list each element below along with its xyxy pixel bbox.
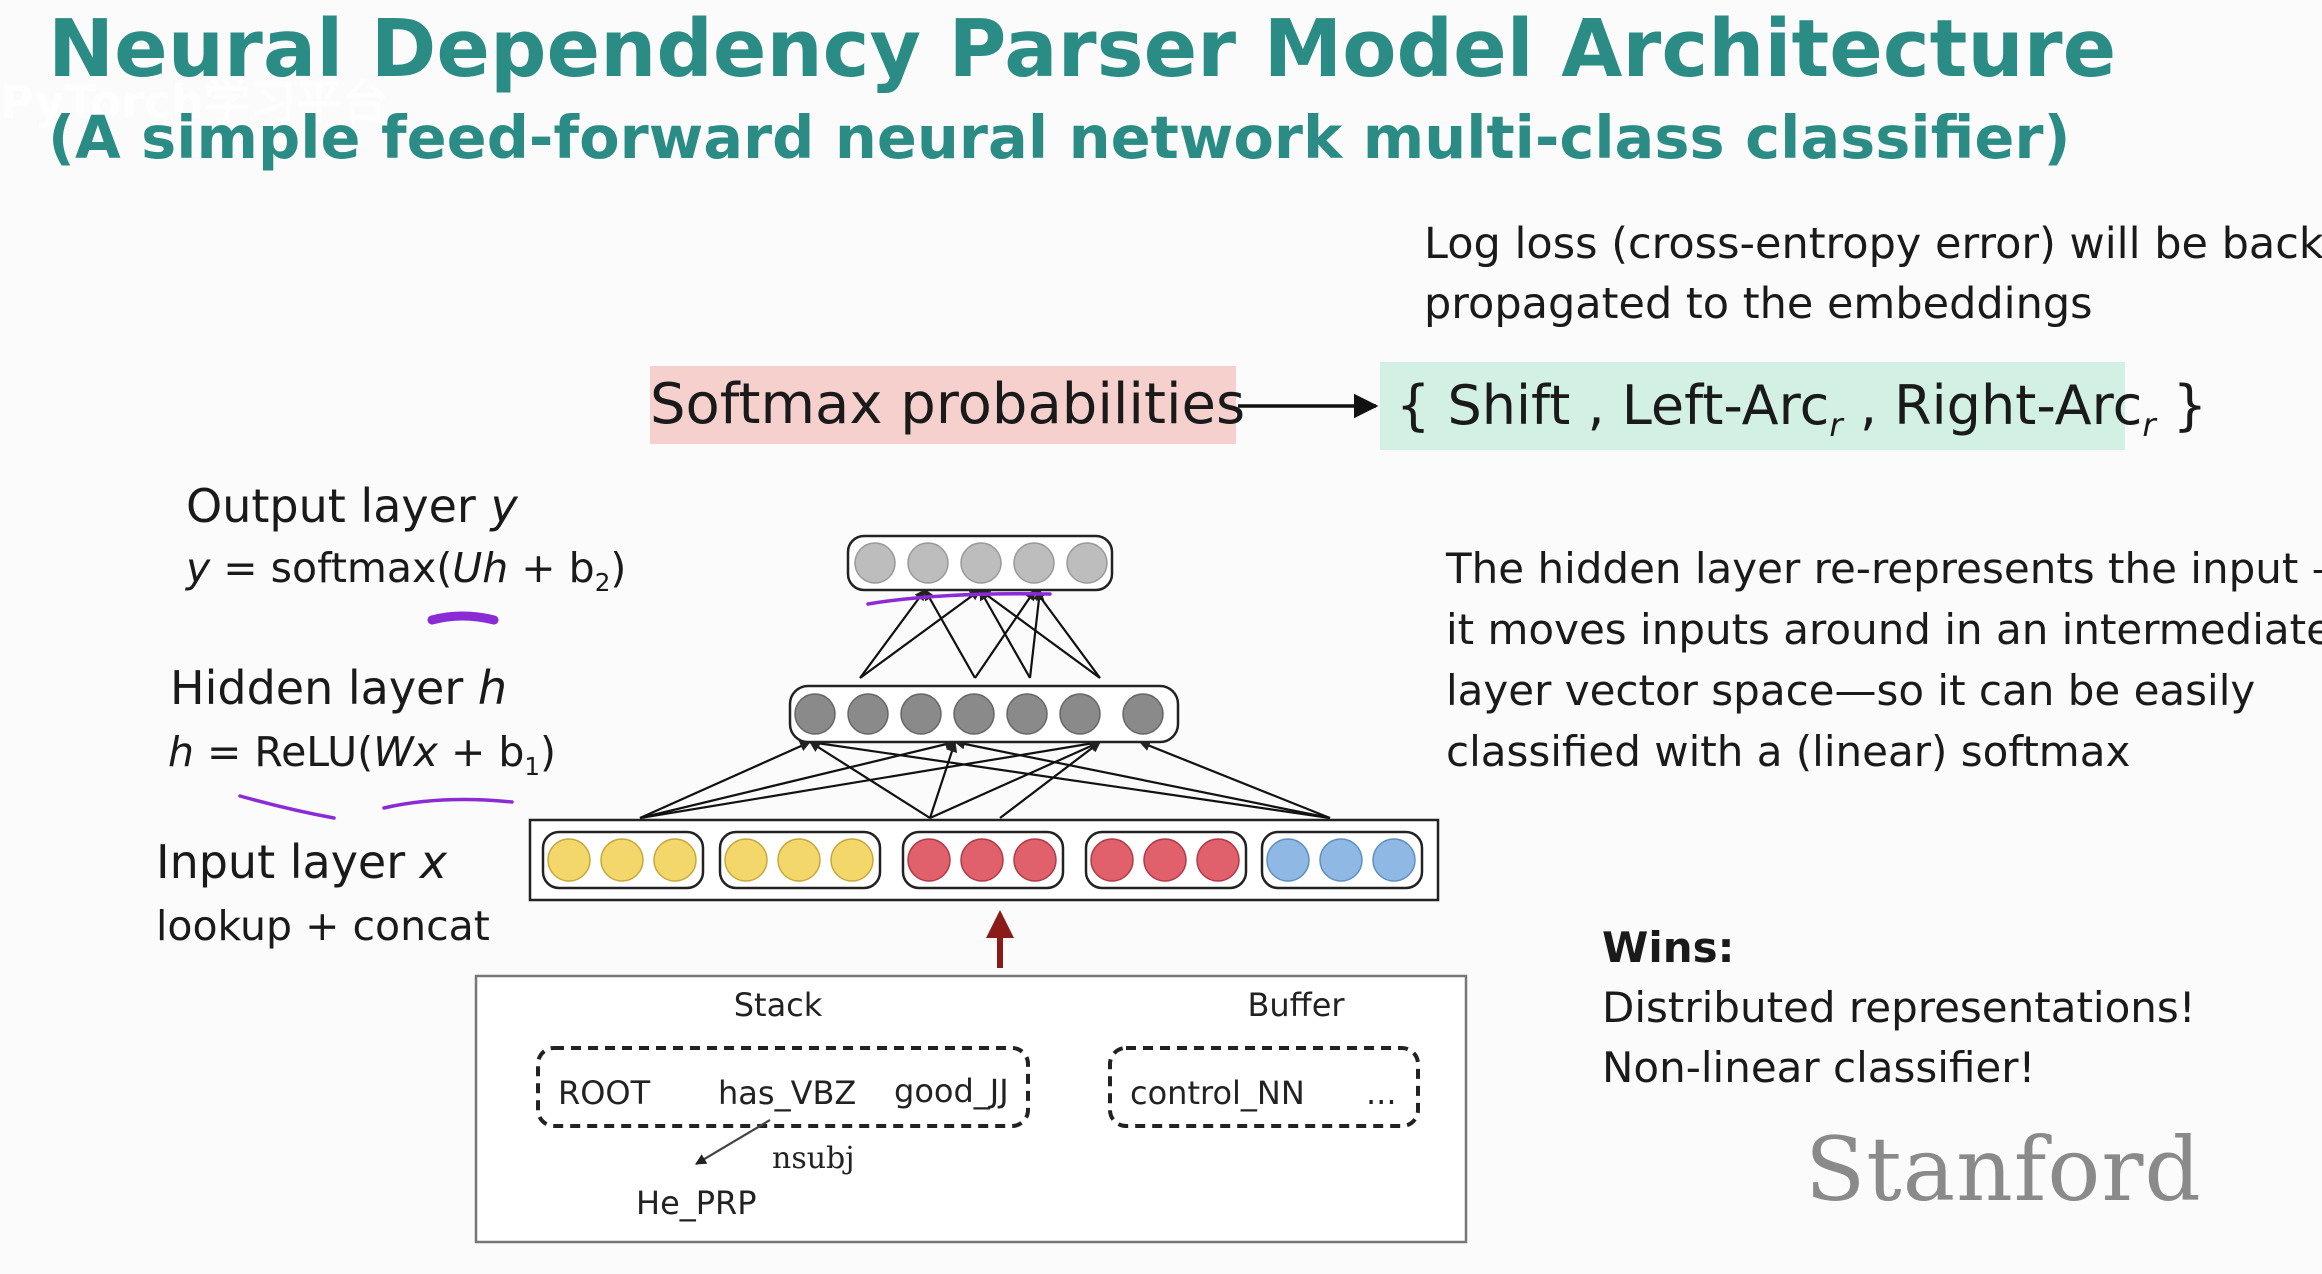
classes-open: { xyxy=(1396,374,1448,437)
hidden-layer-note: The hidden layer re-represents the input… xyxy=(1446,538,2322,782)
class-right-arc: Right-Arcr xyxy=(1894,374,2156,444)
classes-box: { Shift , Left-Arcr , Right-Arcr } xyxy=(1380,362,2207,450)
wins-line-2: Non-linear classifier! xyxy=(1602,1043,2036,1092)
input-layer-title: Input layer x xyxy=(156,835,447,889)
stack-label: Stack xyxy=(734,986,823,1024)
hidden-to-output-connections xyxy=(859,588,1101,679)
loss-note-line1: Log loss (cross-entropy error) will be b… xyxy=(1424,219,2322,269)
stack-box xyxy=(536,1046,1030,1128)
handwritten-annotations xyxy=(238,591,1052,820)
lookup-up-arrow xyxy=(986,910,1014,968)
output-layer-nodes xyxy=(846,534,1114,592)
output-layer-title: Output layer y xyxy=(186,479,518,533)
buffer-box xyxy=(1108,1046,1420,1128)
hidden-note-line-1: The hidden layer re-represents the input… xyxy=(1446,544,2322,593)
classes-close: } xyxy=(2155,374,2208,437)
hidden-layer-nodes xyxy=(788,684,1180,744)
classes-sep-2: , xyxy=(1842,374,1895,437)
loss-note: Log loss (cross-entropy error) will be b… xyxy=(1424,214,2322,334)
output-layer-equation: y = softmax(Uh + b2) xyxy=(186,544,627,598)
hidden-layer-equation: h = ReLU(Wx + b1) xyxy=(168,728,557,782)
slide-subtitle: (A simple feed-forward neural network mu… xyxy=(48,103,2071,172)
hidden-note-line-3: layer vector space—so it can be easily xyxy=(1446,666,2256,715)
dependent-token: He_PRP xyxy=(636,1184,757,1222)
buffer-token-ellipsis: ... xyxy=(1366,1074,1397,1112)
classes-sep-1: , xyxy=(1570,374,1622,437)
buffer-token-control: control_NN xyxy=(1130,1074,1305,1112)
wins-box: Wins: Distributed representations! Non-l… xyxy=(1602,918,2196,1098)
input-layer-subtitle: lookup + concat xyxy=(156,902,490,950)
input-to-hidden-connections xyxy=(639,737,1331,820)
hidden-note-line-4: classified with a (linear) softmax xyxy=(1446,727,2131,776)
parser-state-box xyxy=(474,974,1468,1244)
input-layer-nodes xyxy=(528,818,1440,902)
slide-title: Neural Dependency Parser Model Architect… xyxy=(48,3,2117,95)
wins-title: Wins: xyxy=(1602,923,1735,972)
stack-token-has: has_VBZ xyxy=(718,1074,856,1112)
class-shift: Shift xyxy=(1447,374,1571,437)
stack-token-good: good_JJ xyxy=(894,1072,1009,1110)
class-left-arc: Left-Arcr xyxy=(1621,374,1843,444)
stack-token-root: ROOT xyxy=(558,1074,651,1112)
buffer-label: Buffer xyxy=(1247,986,1345,1024)
dependency-arc xyxy=(695,1119,771,1165)
watermark: PyTorch学习平台 xyxy=(0,75,389,129)
wins-line-1: Distributed representations! xyxy=(1602,983,2196,1032)
hidden-note-line-2: it moves inputs around in an intermediat… xyxy=(1446,605,2322,654)
arc-label: nsubj xyxy=(772,1141,855,1176)
hidden-layer-title: Hidden layer h xyxy=(170,661,508,715)
softmax-box: Softmax probabilities xyxy=(650,366,1245,444)
stanford-logo: Stanford xyxy=(1805,1118,2202,1221)
loss-note-line2: propagated to the embeddings xyxy=(1424,279,2093,330)
